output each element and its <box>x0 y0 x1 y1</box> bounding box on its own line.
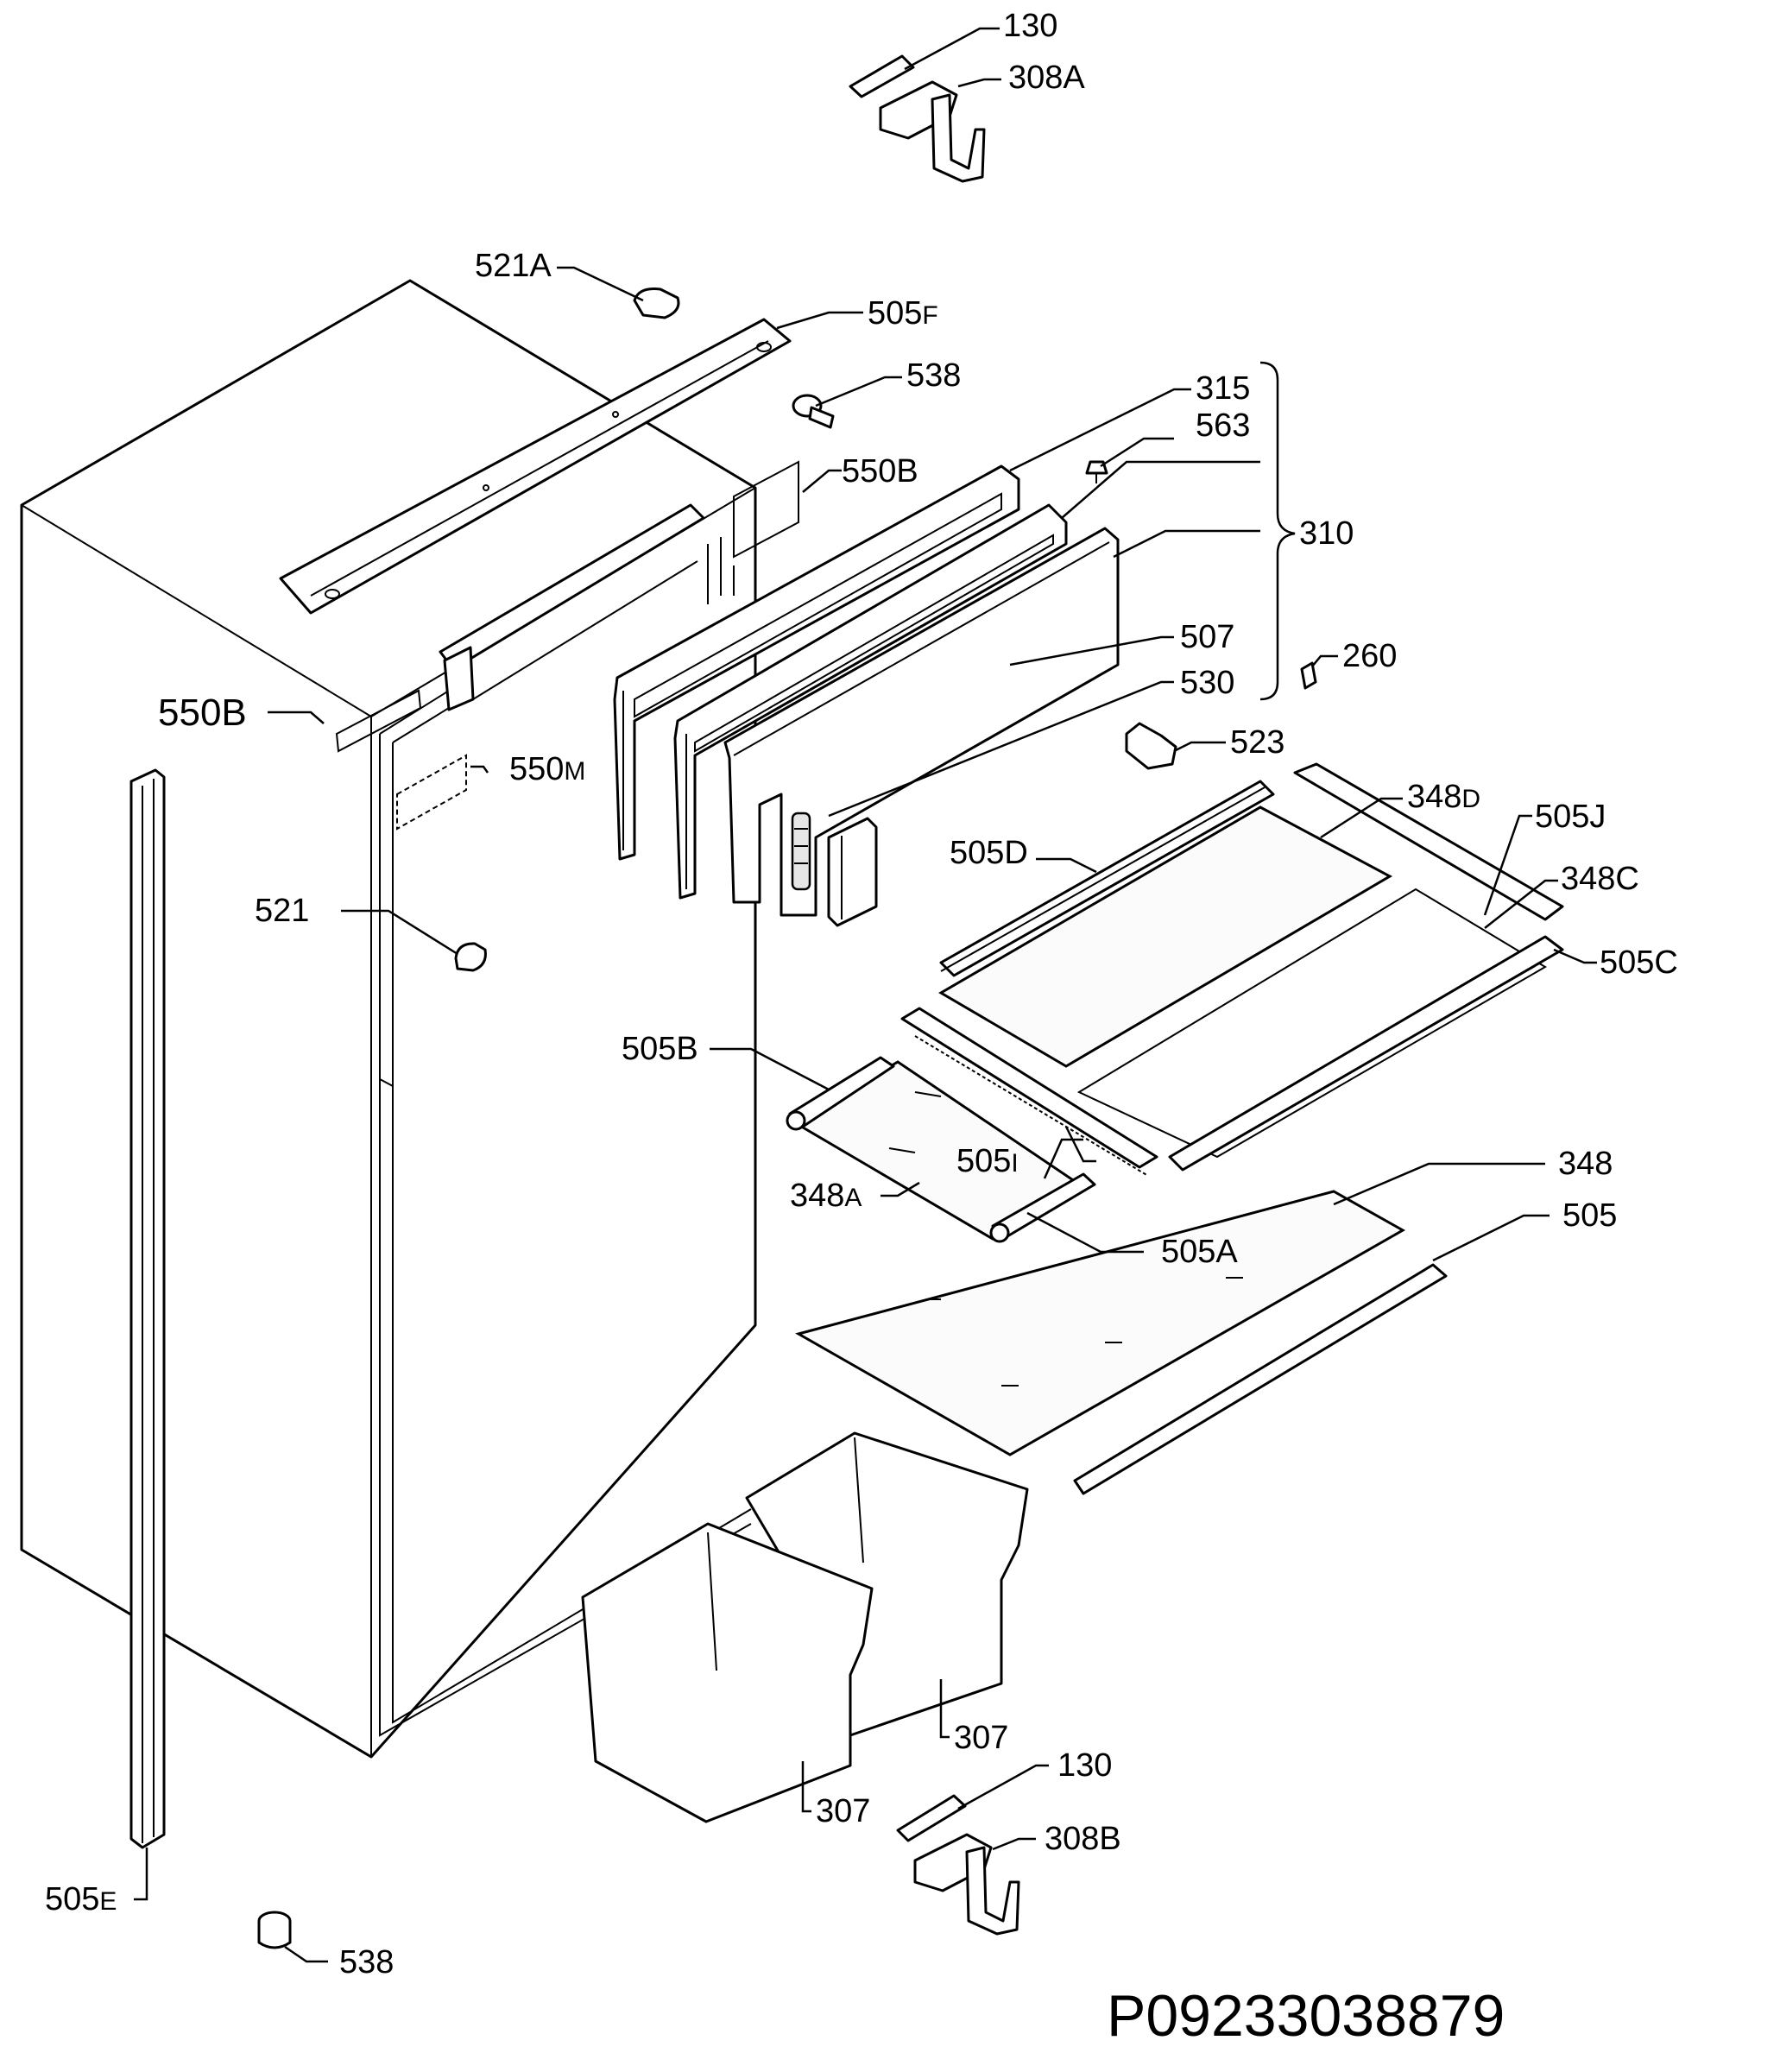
hinge-308b <box>913 1833 1020 1936</box>
label-523: 523 <box>1230 724 1285 761</box>
top-rail-505f <box>279 318 792 615</box>
label-348a: 348A <box>790 1178 862 1214</box>
rail-505b <box>786 1056 895 1131</box>
label-348a-suffix: A <box>844 1184 862 1212</box>
rail-505 <box>1073 1263 1448 1495</box>
label-505d: 505D <box>950 835 1028 871</box>
drawer-307-left <box>581 1522 874 1823</box>
sticker-550b-right <box>733 460 799 559</box>
bushing-538-bottom <box>257 1911 292 1949</box>
label-505i-suffix: I <box>1011 1149 1018 1178</box>
label-505c: 505C <box>1600 944 1678 981</box>
bracket-310 <box>1259 361 1296 701</box>
cap-521a <box>633 287 680 319</box>
sticker-550b-left <box>335 689 422 753</box>
hinge-cover-130-bottom <box>896 1794 967 1842</box>
label-505e: 505E <box>45 1881 117 1917</box>
shelf-348 <box>795 1190 1406 1456</box>
rail-505c <box>1168 935 1564 1172</box>
label-348: 348 <box>1558 1146 1613 1182</box>
label-348c: 348C <box>1561 861 1639 897</box>
door-handle-530 <box>827 817 878 927</box>
label-521a: 521A <box>475 248 552 284</box>
rail-505j <box>1293 762 1564 921</box>
label-307-right: 307 <box>954 1720 1008 1756</box>
label-550m: 550M <box>509 751 585 787</box>
hinge-308a <box>879 80 986 183</box>
rail-505a <box>989 1172 1096 1243</box>
label-505f-main: 505 <box>868 295 922 332</box>
label-130-bottom: 130 <box>1057 1747 1112 1784</box>
door-seal-strip-505e <box>129 768 166 1849</box>
label-550m-suffix: M <box>564 757 585 786</box>
label-130-top: 130 <box>1003 8 1057 44</box>
label-505a: 505A <box>1161 1234 1238 1270</box>
rail-505i <box>900 1007 1158 1177</box>
part-labels: 130 308A 521A 505F 538 315 563 550B 310 … <box>45 8 1678 1980</box>
label-505f: 505F <box>868 295 938 332</box>
label-310: 310 <box>1299 515 1354 552</box>
clip-260 <box>1300 661 1317 690</box>
switch-523 <box>1125 722 1177 770</box>
label-505f-suffix: F <box>922 301 937 330</box>
label-505e-suffix: E <box>99 1887 117 1916</box>
drawing-code: P09233038879 <box>1107 1983 1505 2049</box>
label-505i: 505I <box>956 1143 1019 1179</box>
label-530: 530 <box>1180 665 1234 701</box>
label-505j: 505J <box>1535 799 1606 835</box>
rail-505d <box>939 780 1275 977</box>
label-550b-right: 550B <box>842 453 918 490</box>
label-505b: 505B <box>622 1031 698 1067</box>
label-315: 315 <box>1196 370 1250 407</box>
cap-521 <box>454 942 487 972</box>
shelf-upper <box>938 805 1547 1159</box>
leader-lines <box>134 27 1597 1963</box>
label-260: 260 <box>1342 638 1397 674</box>
label-348d: 348D <box>1407 779 1480 815</box>
label-348a-main: 348 <box>790 1178 844 1214</box>
label-348d-suffix: D <box>1461 785 1480 813</box>
label-550b-left: 550B <box>158 692 247 734</box>
label-307-left: 307 <box>816 1793 870 1829</box>
label-308a: 308A <box>1008 60 1085 96</box>
label-308b: 308B <box>1045 1821 1121 1857</box>
label-538-bottom: 538 <box>339 1944 394 1980</box>
label-505e-main: 505 <box>45 1881 99 1917</box>
label-521: 521 <box>255 893 309 929</box>
door-315 <box>613 464 1020 861</box>
door-frame-563 <box>673 503 1068 900</box>
door-panel-507 <box>723 527 1120 917</box>
hinge-cover-130-top <box>849 54 915 98</box>
label-507: 507 <box>1180 619 1234 655</box>
label-550m-main: 550 <box>509 751 564 787</box>
label-538-top: 538 <box>906 357 961 394</box>
label-563: 563 <box>1196 407 1250 444</box>
bushing-538-top <box>792 394 835 429</box>
label-505: 505 <box>1562 1197 1617 1234</box>
upper-bracket <box>439 503 705 711</box>
label-505i-main: 505 <box>956 1143 1011 1179</box>
label-348d-main: 348 <box>1407 779 1461 815</box>
hinge-spring <box>791 812 811 891</box>
sticker-550m <box>396 754 467 831</box>
